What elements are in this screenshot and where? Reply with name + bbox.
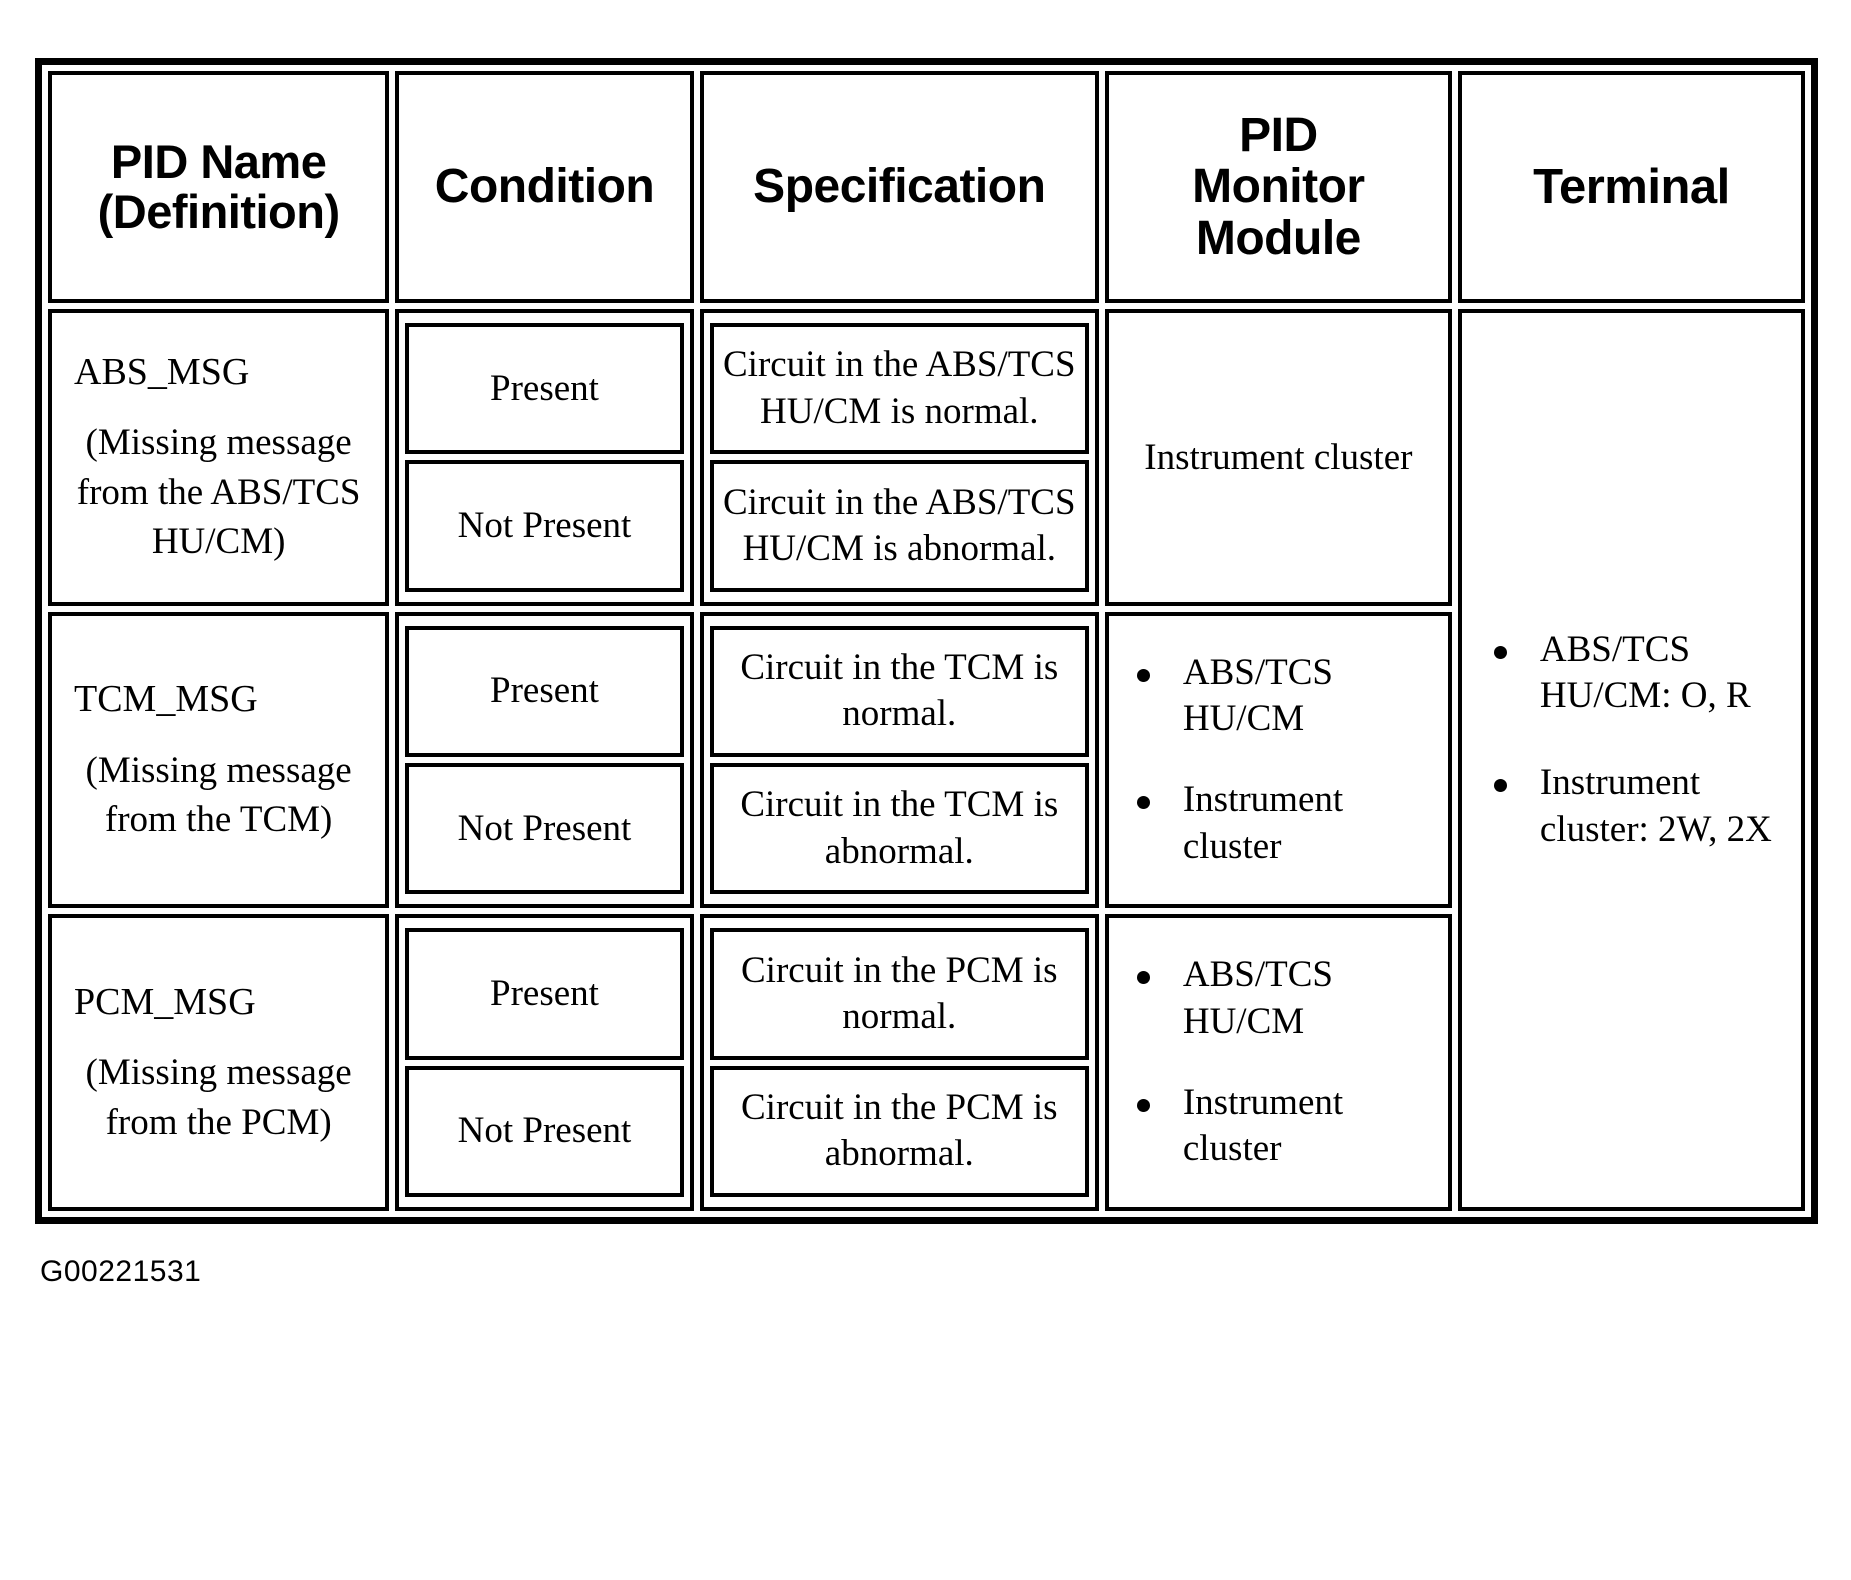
header-pid-name: PID Name (Definition)	[48, 71, 390, 303]
cell-pid-name: TCM_MSG (Missing message from the TCM)	[48, 611, 390, 909]
list-item: ABS/TCS HU/CM	[1115, 952, 1442, 1045]
specification-subtable: Circuit in the PCM is normal. Circuit in…	[709, 922, 1089, 1203]
condition-value: Not Present	[405, 460, 684, 592]
pid-table: PID Name (Definition) Condition Specific…	[42, 65, 1811, 1217]
specification-value: Circuit in the TCM is normal.	[709, 625, 1089, 757]
table-row: ABS_MSG (Missing message from the ABS/TC…	[48, 309, 1805, 1211]
terminal-item-label: Instrument cluster: 2W, 2X	[1539, 762, 1772, 850]
bullet-icon	[1136, 1098, 1150, 1112]
specification-value: Circuit in the ABS/TCS HU/CM is abnormal…	[709, 460, 1089, 592]
header-pid-name-line1: PID Name	[110, 134, 327, 188]
figure-caption: G00221531	[40, 1255, 202, 1288]
header-monitor-line2: Monitor	[1192, 160, 1365, 214]
cell-pid-name: ABS_MSG (Missing message from the ABS/TC…	[48, 309, 390, 606]
pid-name-label: PCM_MSG	[74, 980, 256, 1023]
cell-specification-group: Circuit in the PCM is normal. Circuit in…	[699, 914, 1099, 1211]
table-row: TCM_MSG (Missing message from the TCM) P…	[48, 611, 1805, 909]
bullet-icon	[1493, 645, 1507, 659]
pid-definition-label: (Missing message from the PCM)	[85, 1052, 352, 1143]
cell-pid-name: PCM_MSG (Missing message from the PCM)	[48, 914, 390, 1211]
cell-condition-group: Present Not Present	[395, 914, 694, 1211]
bullet-icon	[1136, 795, 1150, 809]
header-specification: Specification	[699, 71, 1099, 303]
condition-value: Not Present	[405, 762, 684, 895]
header-monitor-line3: Module	[1195, 211, 1361, 265]
cell-terminal: ABS/TCS HU/CM: O, R Instrument cluster: …	[1457, 309, 1805, 1211]
cell-pid-monitor-module: ABS/TCS HU/CM Instrument cluster	[1104, 914, 1452, 1211]
pid-name-label: TCM_MSG	[74, 678, 258, 721]
pid-table-frame: PID Name (Definition) Condition Specific…	[35, 58, 1818, 1224]
header-terminal: Terminal	[1457, 71, 1805, 303]
monitor-module-value: ABS/TCS HU/CM	[1182, 954, 1333, 1043]
header-pid-name-line2: (Definition)	[97, 185, 341, 238]
list-item: ABS/TCS HU/CM: O, R	[1468, 627, 1795, 720]
header-condition: Condition	[395, 71, 694, 303]
pid-definition-label: (Missing message from the ABS/TCS HU/CM)	[76, 422, 361, 563]
cell-specification-group: Circuit in the TCM is normal. Circuit in…	[699, 611, 1099, 909]
table-row: PCM_MSG (Missing message from the PCM) P…	[48, 914, 1805, 1211]
specification-subtable: Circuit in the ABS/TCS HU/CM is normal. …	[709, 317, 1089, 598]
cell-pid-monitor-module: Instrument cluster	[1104, 309, 1452, 606]
specification-subtable: Circuit in the TCM is normal. Circuit in…	[709, 620, 1089, 901]
table-header-row: PID Name (Definition) Condition Specific…	[48, 71, 1805, 303]
bullet-icon	[1136, 971, 1150, 985]
specification-value: Circuit in the PCM is normal.	[709, 928, 1089, 1060]
monitor-module-value: Instrument cluster	[1144, 436, 1413, 478]
specification-value: Circuit in the ABS/TCS HU/CM is normal.	[709, 323, 1089, 455]
condition-value: Not Present	[405, 1065, 684, 1197]
monitor-module-value: ABS/TCS HU/CM	[1182, 651, 1333, 740]
list-item: ABS/TCS HU/CM	[1115, 650, 1442, 743]
condition-subtable: Present Not Present	[405, 317, 684, 598]
table-body: ABS_MSG (Missing message from the ABS/TC…	[48, 309, 1805, 1211]
monitor-module-list: ABS/TCS HU/CM Instrument cluster	[1115, 650, 1442, 870]
condition-subtable: Present Not Present	[405, 922, 684, 1203]
list-item: Instrument cluster	[1115, 1080, 1442, 1173]
terminal-list: ABS/TCS HU/CM: O, R Instrument cluster: …	[1468, 627, 1795, 853]
cell-specification-group: Circuit in the ABS/TCS HU/CM is normal. …	[699, 309, 1099, 606]
condition-value: Present	[405, 928, 684, 1060]
header-monitor-line1: PID	[1239, 108, 1318, 162]
bullet-icon	[1136, 668, 1150, 682]
condition-value: Present	[405, 323, 684, 455]
monitor-module-list: ABS/TCS HU/CM Instrument cluster	[1115, 952, 1442, 1172]
list-item: Instrument cluster: 2W, 2X	[1468, 760, 1795, 853]
cell-pid-monitor-module: ABS/TCS HU/CM Instrument cluster	[1104, 611, 1452, 909]
cell-condition-group: Present Not Present	[395, 309, 694, 606]
monitor-module-value: Instrument cluster	[1182, 1081, 1344, 1170]
monitor-module-value: Instrument cluster	[1182, 778, 1344, 867]
bullet-icon	[1493, 779, 1507, 792]
list-item: Instrument cluster	[1115, 777, 1442, 870]
pid-name-label: ABS_MSG	[74, 350, 250, 393]
condition-subtable: Present Not Present	[405, 620, 684, 901]
header-pid-monitor-module: PID Monitor Module	[1104, 71, 1452, 303]
specification-value: Circuit in the PCM is abnormal.	[709, 1065, 1089, 1197]
specification-value: Circuit in the TCM is abnormal.	[709, 762, 1089, 895]
condition-value: Present	[405, 625, 684, 757]
pid-definition-label: (Missing message from the TCM)	[85, 749, 352, 841]
terminal-item-label: ABS/TCS HU/CM: O, R	[1539, 628, 1751, 717]
cell-condition-group: Present Not Present	[395, 611, 694, 909]
